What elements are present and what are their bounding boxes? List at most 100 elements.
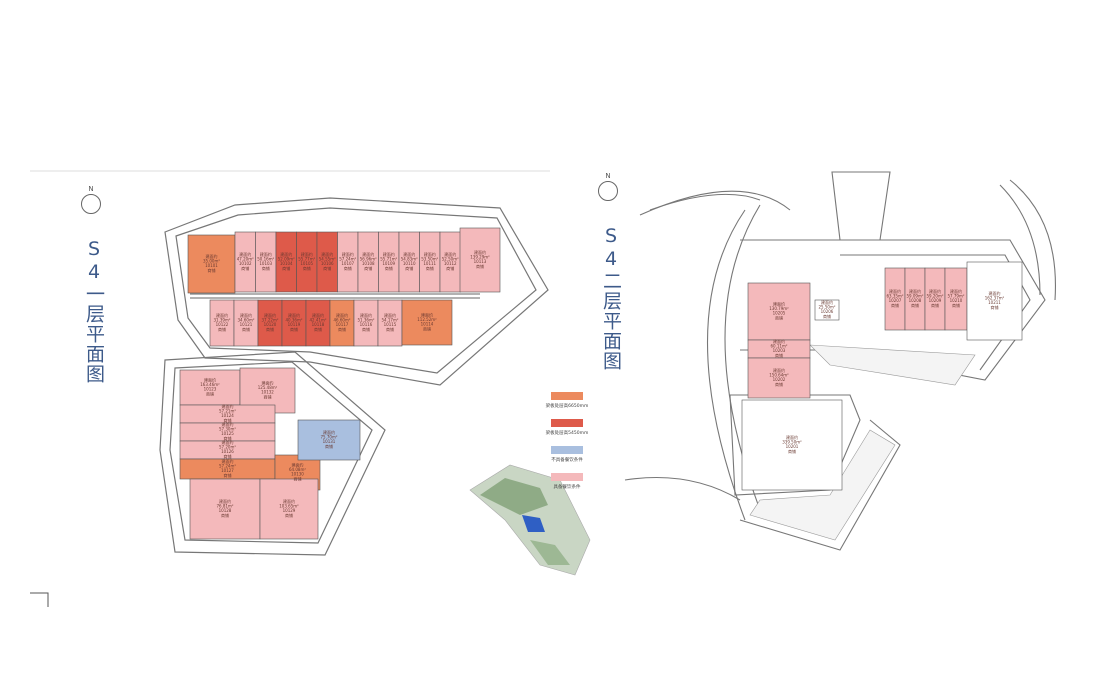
unit-area-prefix: 建面约 (240, 312, 252, 318)
unit-id: 10118 (312, 322, 325, 327)
unit-area: 54.55m² (319, 257, 336, 262)
unit-type: 商铺 (476, 263, 484, 269)
legend-swatch (551, 419, 583, 427)
unit-10113[interactable] (459, 227, 501, 293)
unit-10117[interactable] (329, 299, 355, 347)
unit-type: 商铺 (991, 304, 999, 310)
unit-type: 商铺 (775, 381, 783, 387)
floor2-units (741, 261, 1023, 491)
unit-id: 10206 (821, 309, 834, 314)
unit-area-prefix: 建面约 (403, 251, 415, 257)
unit-id: 10130 (291, 472, 304, 477)
unit-area-prefix: 建面约 (260, 251, 272, 257)
unit-type: 商铺 (218, 326, 226, 332)
unit-10128[interactable] (189, 478, 261, 540)
unit-area: 34.60m² (238, 318, 255, 323)
unit-type: 商铺 (423, 325, 431, 331)
unit-id: 10122 (216, 322, 229, 327)
unit-area: 339.50m² (782, 440, 802, 445)
unit-area-prefix: 建面约 (288, 312, 300, 318)
unit-id: 10202 (773, 377, 786, 382)
unit-10121[interactable] (233, 299, 259, 347)
unit-area: 163.46m² (200, 382, 220, 387)
unit-id: 10103 (259, 261, 272, 266)
unit-10131[interactable] (297, 419, 361, 461)
unit-area: 112.52m² (417, 317, 437, 322)
unit-type: 商铺 (323, 265, 331, 271)
unit-10122[interactable] (209, 299, 235, 347)
unit-area: 59.09m² (907, 294, 924, 299)
unit-10114[interactable] (401, 299, 453, 346)
unit-area-prefix: 建面约 (444, 251, 456, 257)
unit-10119[interactable] (281, 299, 307, 347)
unit-10123[interactable] (179, 369, 241, 406)
legend-swatch (551, 446, 583, 454)
unit-type: 商铺 (788, 448, 796, 454)
unit-type: 商铺 (405, 265, 413, 271)
unit-area-prefix: 建面约 (219, 498, 231, 504)
unit-id: 10205 (773, 311, 786, 316)
unit-area-prefix: 建面约 (222, 458, 234, 464)
unit-10202[interactable] (747, 357, 811, 399)
unit-area: 50.16m² (257, 257, 274, 262)
legend-item: 梁板处层高5450mm (537, 419, 597, 436)
unit-id: 10106 (321, 261, 334, 266)
unit-area: 47.20m² (237, 257, 254, 262)
unit-10120[interactable] (257, 299, 283, 347)
unit-area: 35.00m² (203, 259, 220, 264)
unit-10205[interactable] (747, 282, 811, 341)
unit-10118[interactable] (305, 299, 331, 347)
unit-area: 54.17m² (382, 318, 399, 323)
unit-id: 10114 (421, 322, 434, 327)
unit-10115[interactable] (377, 299, 403, 347)
unit-area: 75.70m² (321, 435, 338, 440)
unit-area-prefix: 建面约 (821, 299, 833, 305)
unit-10101[interactable] (187, 234, 236, 294)
unit-10201[interactable] (741, 399, 843, 491)
unit-area: 57.24m² (219, 464, 236, 469)
unit-area-prefix: 建面约 (989, 290, 1001, 296)
unit-area: 162.37m² (985, 296, 1005, 301)
unit-id: 10109 (382, 261, 395, 266)
unit-area-prefix: 建面约 (929, 288, 941, 294)
unit-type: 商铺 (290, 326, 298, 332)
unit-10129[interactable] (259, 478, 319, 540)
unit-area: 59.20m² (927, 294, 944, 299)
unit-type: 商铺 (224, 472, 232, 478)
unit-area-prefix: 建面约 (909, 288, 921, 294)
unit-area: 130.79m² (769, 306, 789, 311)
unit-id: 10119 (288, 322, 301, 327)
unit-type: 商铺 (891, 302, 899, 308)
unit-type: 商铺 (282, 265, 290, 271)
unit-type: 商铺 (206, 390, 214, 396)
unit-area-prefix: 建面约 (383, 251, 395, 257)
unit-area-prefix: 建面约 (222, 421, 234, 427)
unit-10206[interactable] (814, 299, 840, 321)
unit-id: 10208 (909, 298, 922, 303)
legend-item: 梁板处层高6650mm (537, 392, 597, 409)
unit-area-prefix: 建面约 (342, 251, 354, 257)
unit-type: 商铺 (285, 512, 293, 518)
unit-type: 商铺 (364, 265, 372, 271)
unit-id: 10116 (360, 322, 373, 327)
unit-10211[interactable] (966, 261, 1023, 341)
legend: 梁板处层高6650mm 梁板处层高5450mm 不具备餐饮条件 具备餐饮条件 (537, 392, 597, 500)
unit-10116[interactable] (353, 299, 379, 347)
